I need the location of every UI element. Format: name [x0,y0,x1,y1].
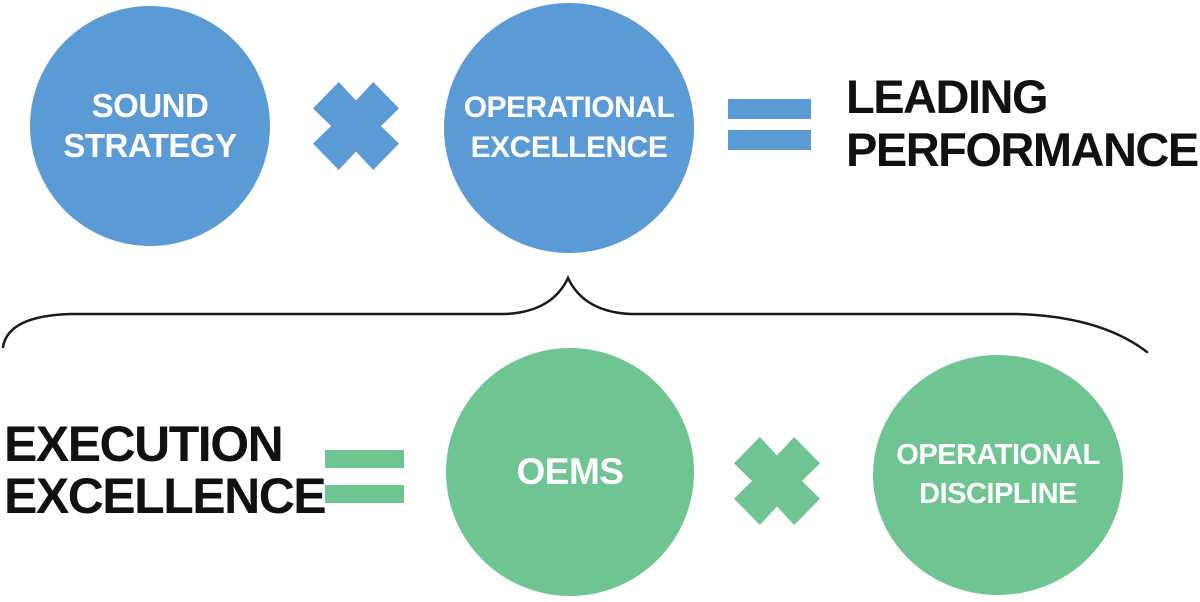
circle-oems: OEMS [446,348,694,596]
curly-brace [1,275,1149,354]
circle-operational-excellence: OPERATIONAL EXCELLENCE [444,3,694,253]
circle-operational-discipline-label: OPERATIONAL DISCIPLINE [896,438,1100,510]
circle-operational-discipline: OPERATIONAL DISCIPLINE [873,355,1123,595]
circle-sound-strategy: SOUND STRATEGY [30,6,270,246]
equals-bar [325,485,404,503]
multiply-x-icon [313,82,399,170]
equals-icon [325,450,404,503]
circle-sound-strategy-label: SOUND STRATEGY [63,86,237,164]
equals-icon [728,99,811,150]
multiply-x-icon [734,437,820,525]
equals-bar [325,450,404,468]
circle-oems-label: OEMS [516,451,624,492]
leading-performance-label: LEADING PERFORMANCE [846,70,1199,176]
equals-bar [728,130,811,150]
execution-excellence-label: EXECUTION EXCELLENCE [4,416,327,524]
equals-bar [728,99,811,119]
circle-operational-excellence-label: OPERATIONAL EXCELLENCE [463,91,675,164]
